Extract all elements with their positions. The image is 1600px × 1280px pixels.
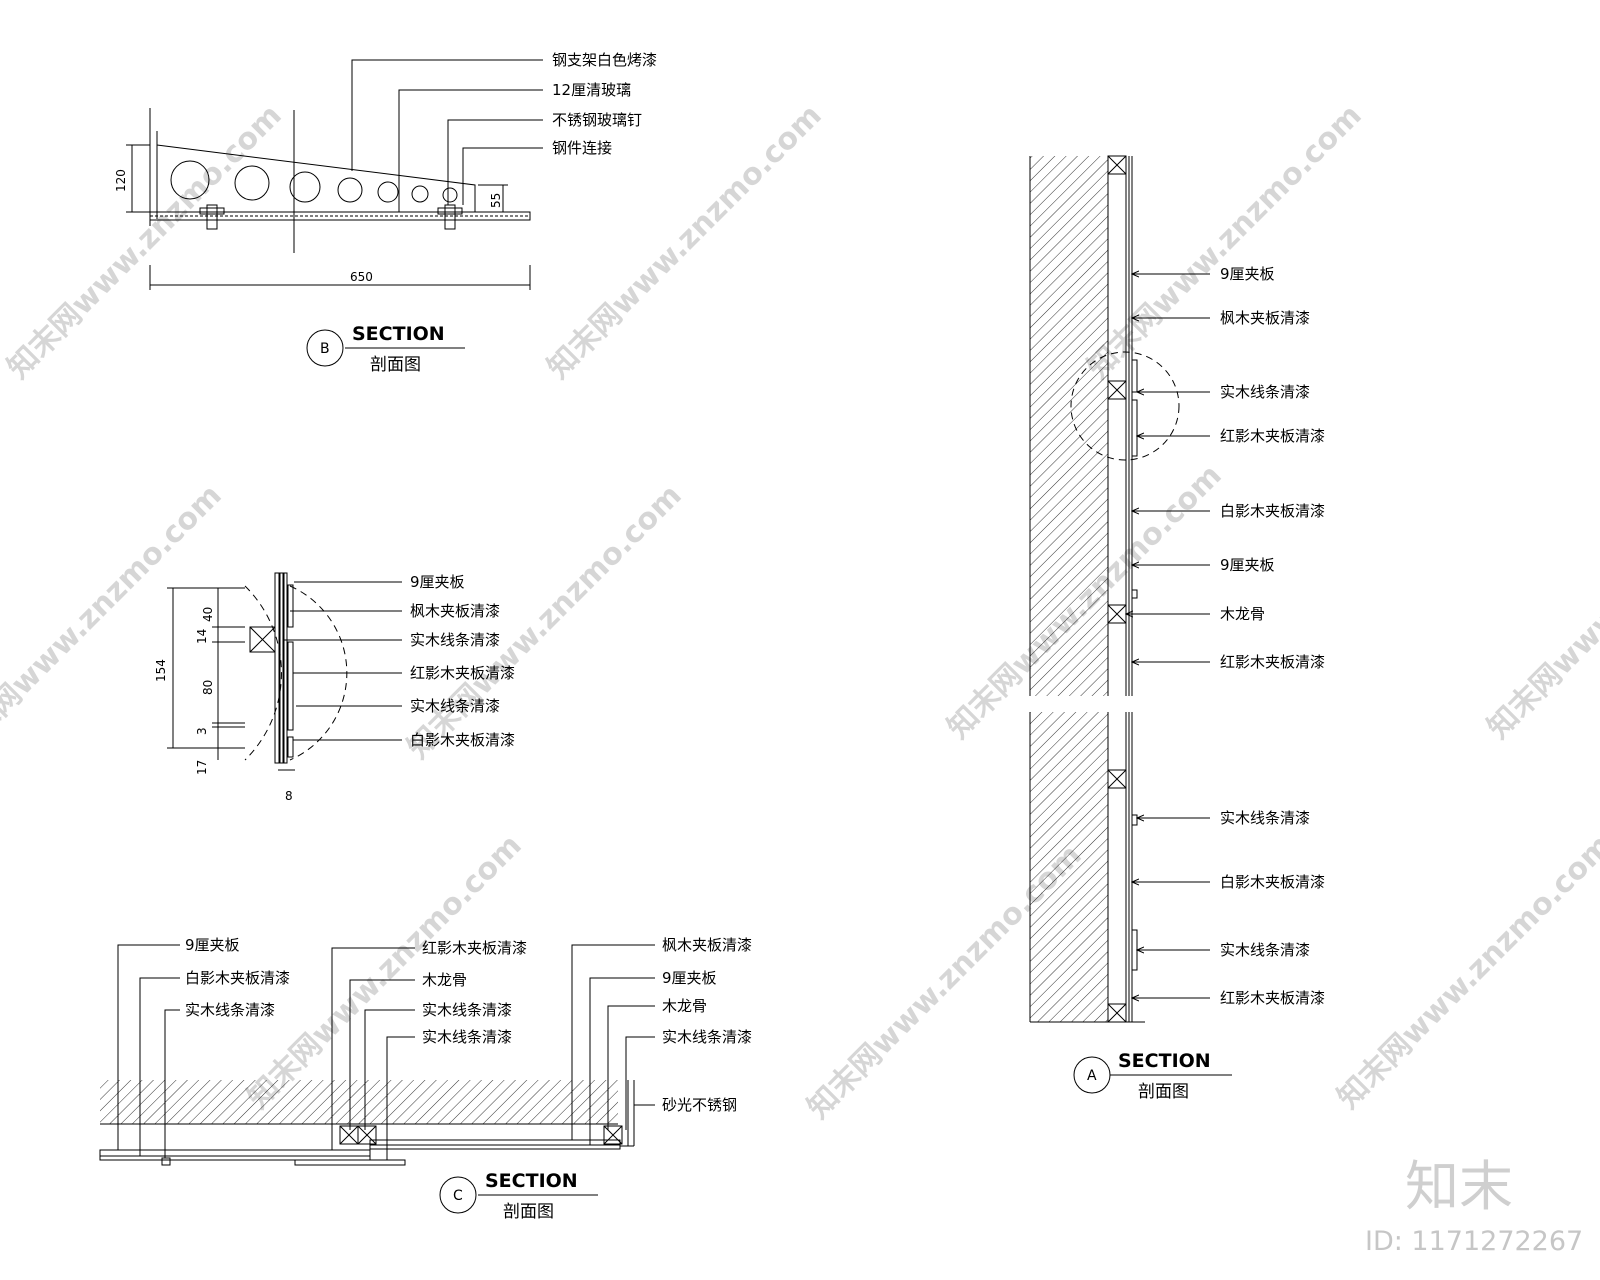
watermark-text: 知末网www.znzmo.com [0,478,229,766]
section-b-drawing [126,59,543,290]
section-a-mark: A [1087,1068,1097,1084]
brand-logo: 知末 [1405,1155,1513,1218]
label-red-shadow-veneer: 红影木夹板清漆 [1220,989,1325,1007]
label-solid-wood-trim: 实木线条清漆 [662,1028,752,1046]
label-maple-veneer: 枫木夹板清漆 [662,936,752,954]
label-9mm-plywood: 9厘夹板 [185,936,240,954]
label-red-shadow-veneer: 红影木夹板清漆 [422,939,527,957]
watermark-text: 知末网www.znzmo.com [1081,98,1369,386]
label-solid-wood-trim: 实木线条清漆 [1220,383,1310,401]
label-white-shadow-veneer: 白影木夹板清漆 [185,969,290,987]
detail-drawing [167,572,402,771]
label-maple-veneer: 枫木夹板清漆 [410,602,500,620]
detail-labels: 9厘夹板 枫木夹板清漆 实木线条清漆 红影木夹板清漆 实木线条清漆 白影木夹板清… [154,573,515,803]
label-wood-keel: 木龙骨 [1220,605,1265,623]
label-white-shadow-veneer: 白影木夹板清漆 [1220,873,1325,891]
watermark-text: 知末网www.znzmo.com [1331,828,1600,1116]
dim-80: 80 [201,680,215,695]
dim-40: 40 [201,607,215,622]
dim-120: 120 [114,169,128,192]
label-9mm-plywood: 9厘夹板 [1220,556,1275,574]
label-white-shadow-veneer: 白影木夹板清漆 [410,731,515,749]
section-b-labels: 钢支架白色烤漆 12厘清玻璃 不锈钢玻璃钉 钢件连接 120 55 650 [114,51,657,284]
section-a-drawing [1029,155,1210,1023]
label-red-shadow-veneer: 红影木夹板清漆 [1220,653,1325,671]
label-solid-wood-trim: 实木线条清漆 [1220,941,1310,959]
section-a-title: A SECTION 剖面图 [1073,1050,1232,1102]
label-solid-wood-trim: 实木线条清漆 [1220,809,1310,827]
label-9mm-plywood: 9厘夹板 [1220,265,1275,283]
label-clear-glass: 12厘清玻璃 [552,81,631,99]
label-maple-veneer: 枫木夹板清漆 [1220,309,1310,327]
label-solid-wood-trim: 实木线条清漆 [422,1001,512,1019]
section-c-labels: 9厘夹板 白影木夹板清漆 实木线条清漆 红影木夹板清漆 木龙骨 实木线条清漆 实… [185,936,752,1114]
label-solid-wood-trim: 实木线条清漆 [410,697,500,715]
label-brushed-steel: 砂光不锈钢 [662,1096,737,1114]
label-white-shadow-veneer: 白影木夹板清漆 [1220,502,1325,520]
section-a-labels: 9厘夹板 枫木夹板清漆 实木线条清漆 红影木夹板清漆 白影木夹板清漆 9厘夹板 … [1220,265,1325,1007]
dim-154: 154 [154,659,168,682]
dim-8: 8 [285,789,293,803]
label-red-shadow-veneer: 红影木夹板清漆 [410,664,515,682]
section-c-title: C SECTION 剖面图 [439,1170,598,1222]
section-b-title: B SECTION 剖面图 [306,323,465,375]
label-solid-wood-trim: 实木线条清漆 [410,631,500,649]
label-glass-nail: 不锈钢玻璃钉 [552,111,642,129]
section-b-mark: B [320,341,330,357]
section-a-subtitle: 剖面图 [1138,1082,1189,1102]
label-9mm-plywood: 9厘夹板 [662,969,717,987]
label-solid-wood-trim: 实木线条清漆 [422,1028,512,1046]
label-steel-bracket: 钢支架白色烤漆 [552,51,657,69]
section-c-mark: C [453,1188,463,1204]
id-label: ID: 1171272267 [1365,1226,1583,1257]
dim-17: 17 [195,760,209,775]
label-wood-keel: 木龙骨 [662,997,707,1015]
watermark-text: 知末网www.znzmo.com [1,98,289,386]
dim-14: 14 [195,629,209,644]
dim-3: 3 [195,727,209,735]
dim-650: 650 [350,270,373,284]
dim-55: 55 [489,193,503,208]
label-red-shadow-veneer: 红影木夹板清漆 [1220,427,1325,445]
section-c-heading: SECTION [485,1170,578,1192]
section-a-heading: SECTION [1118,1050,1211,1072]
watermark-text: 知末网www.znzmo.com [401,478,689,766]
label-wood-keel: 木龙骨 [422,971,467,989]
watermark-text: 知末网www.znzmo.com [1481,458,1600,746]
label-solid-wood-trim: 实木线条清漆 [185,1001,275,1019]
label-9mm-plywood: 9厘夹板 [410,573,465,591]
label-steel-connection: 钢件连接 [552,139,612,157]
section-b-subtitle: 剖面图 [370,355,421,375]
section-b-heading: SECTION [352,323,445,345]
section-c-drawing [99,944,655,1166]
section-c-subtitle: 剖面图 [503,1202,554,1222]
